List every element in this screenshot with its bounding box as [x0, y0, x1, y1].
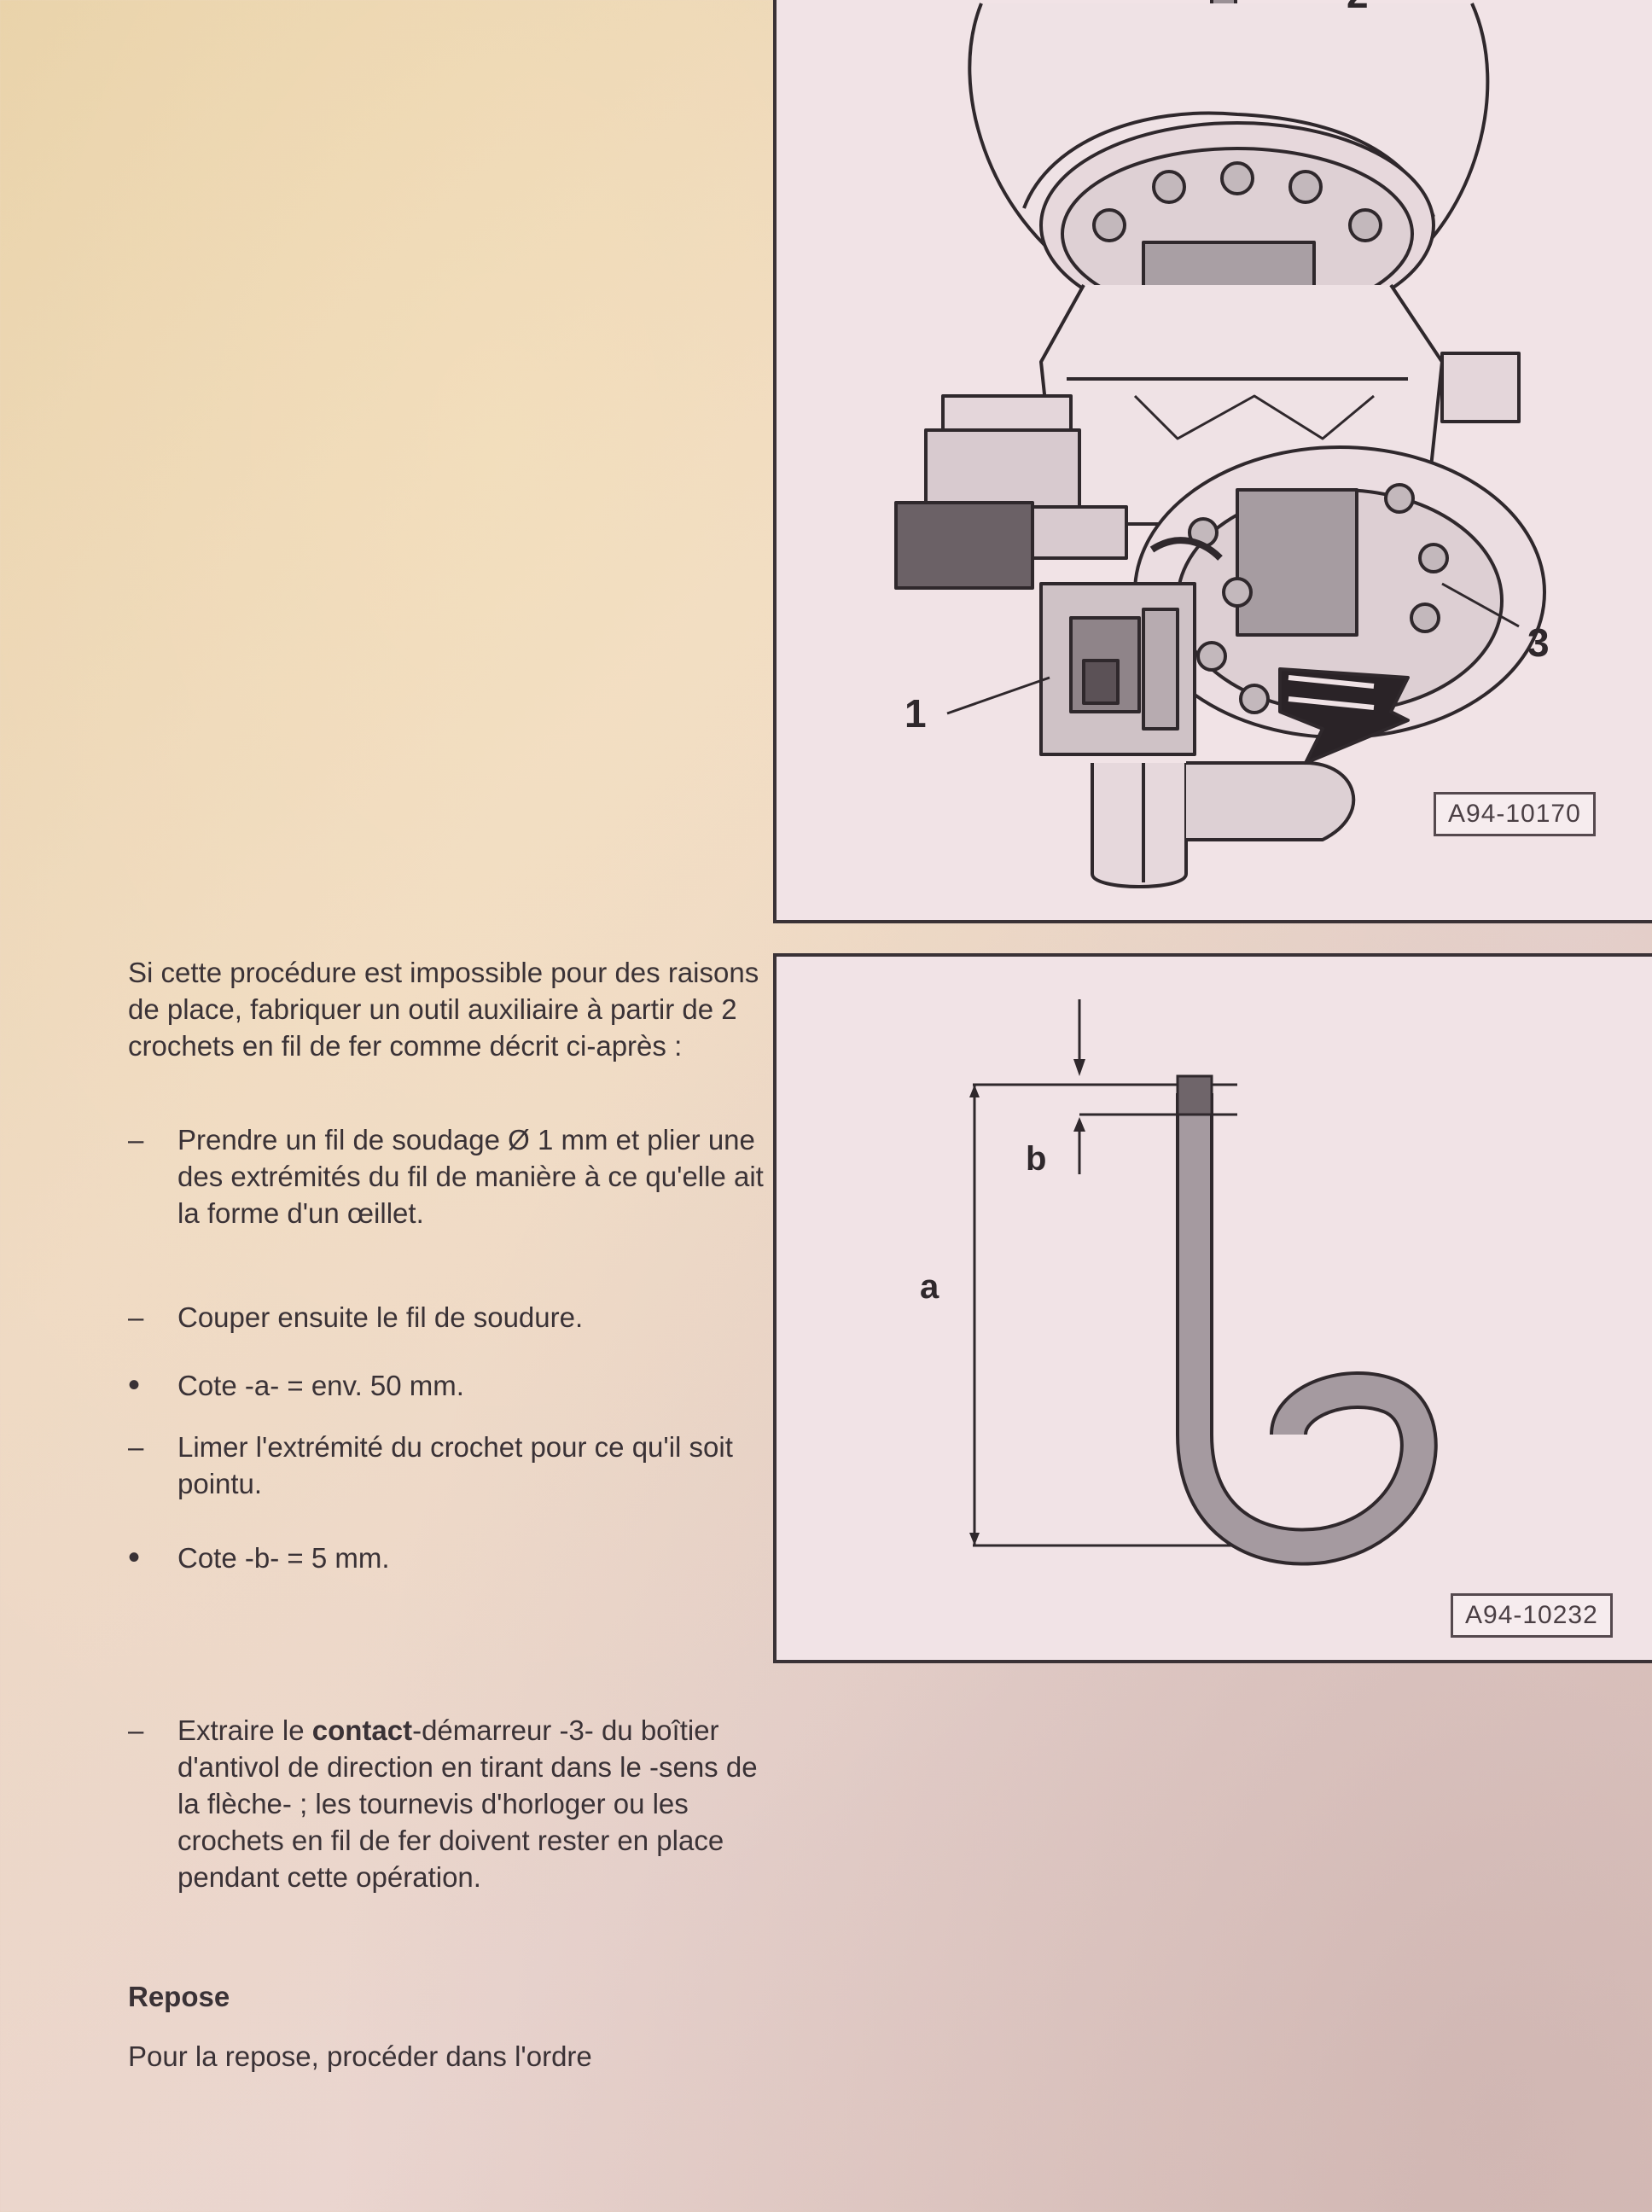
- intro-paragraph: Si cette procédure est impossible pour d…: [128, 957, 759, 1062]
- step-text: Prendre un fil de soudage Ø 1 mm et plie…: [177, 1124, 764, 1229]
- bullet-dot: •: [128, 1366, 141, 1404]
- instructions-column: Si cette procédure est impossible pour d…: [128, 954, 777, 2149]
- bullet-dot: •: [128, 1539, 141, 1576]
- step-text: Cote -a- = env. 50 mm.: [177, 1370, 464, 1401]
- extract-pre: Extraire le: [177, 1714, 312, 1746]
- dimension-label-a: a: [920, 1268, 939, 1306]
- wire-hook-illustration: [969, 999, 1438, 1566]
- section-heading-repose: Repose: [128, 1981, 230, 2012]
- step-marker: –: [128, 1431, 144, 1463]
- figure-ref-bottom: A94-10232: [1451, 1593, 1613, 1638]
- callout-2: 2: [1347, 0, 1369, 17]
- step-text: Extraire le contact-démarreur -3- du boî…: [177, 1712, 777, 1895]
- figure-ref-top: A94-10170: [1434, 792, 1596, 836]
- step-marker: –: [128, 1301, 144, 1333]
- extract-bold-word: contact: [311, 1714, 413, 1746]
- step-text: Limer l'extrémité du crochet pour ce qu'…: [177, 1431, 733, 1499]
- step-marker: –: [128, 1714, 144, 1746]
- dimension-label-b: b: [1026, 1140, 1047, 1178]
- repose-paragraph: Pour la repose, procéder dans l'ordre: [128, 2040, 592, 2072]
- step-text: Cote -b- = 5 mm.: [177, 1542, 390, 1574]
- step-extract-switch: – Extraire le contact-démarreur -3- du b…: [128, 1712, 777, 1895]
- step-file-tip: – Limer l'extrémité du crochet pour ce q…: [128, 1429, 777, 1502]
- step-marker: –: [128, 1124, 144, 1155]
- figure-wire-hook: b a A94-10232: [773, 953, 1652, 1663]
- extract-post: -démarreur -3- du boîtier d'antivol de d…: [177, 1714, 758, 1893]
- callout-3: 3: [1527, 620, 1550, 665]
- ignition-lock-illustration: [894, 0, 1546, 888]
- dimension-b-note: • Cote -b- = 5 mm.: [128, 1540, 777, 1576]
- callout-1: 1: [905, 691, 927, 736]
- step-cut-wire: – Couper ensuite le fil de soudure.: [128, 1299, 777, 1336]
- step-weld-wire: – Prendre un fil de soudage Ø 1 mm et pl…: [128, 1121, 777, 1231]
- step-text: Couper ensuite le fil de soudure.: [177, 1301, 584, 1333]
- dimension-a-note: • Cote -a- = env. 50 mm.: [128, 1367, 777, 1404]
- figure-ignition-lock: 2 1 3 A94-10170: [773, 0, 1652, 923]
